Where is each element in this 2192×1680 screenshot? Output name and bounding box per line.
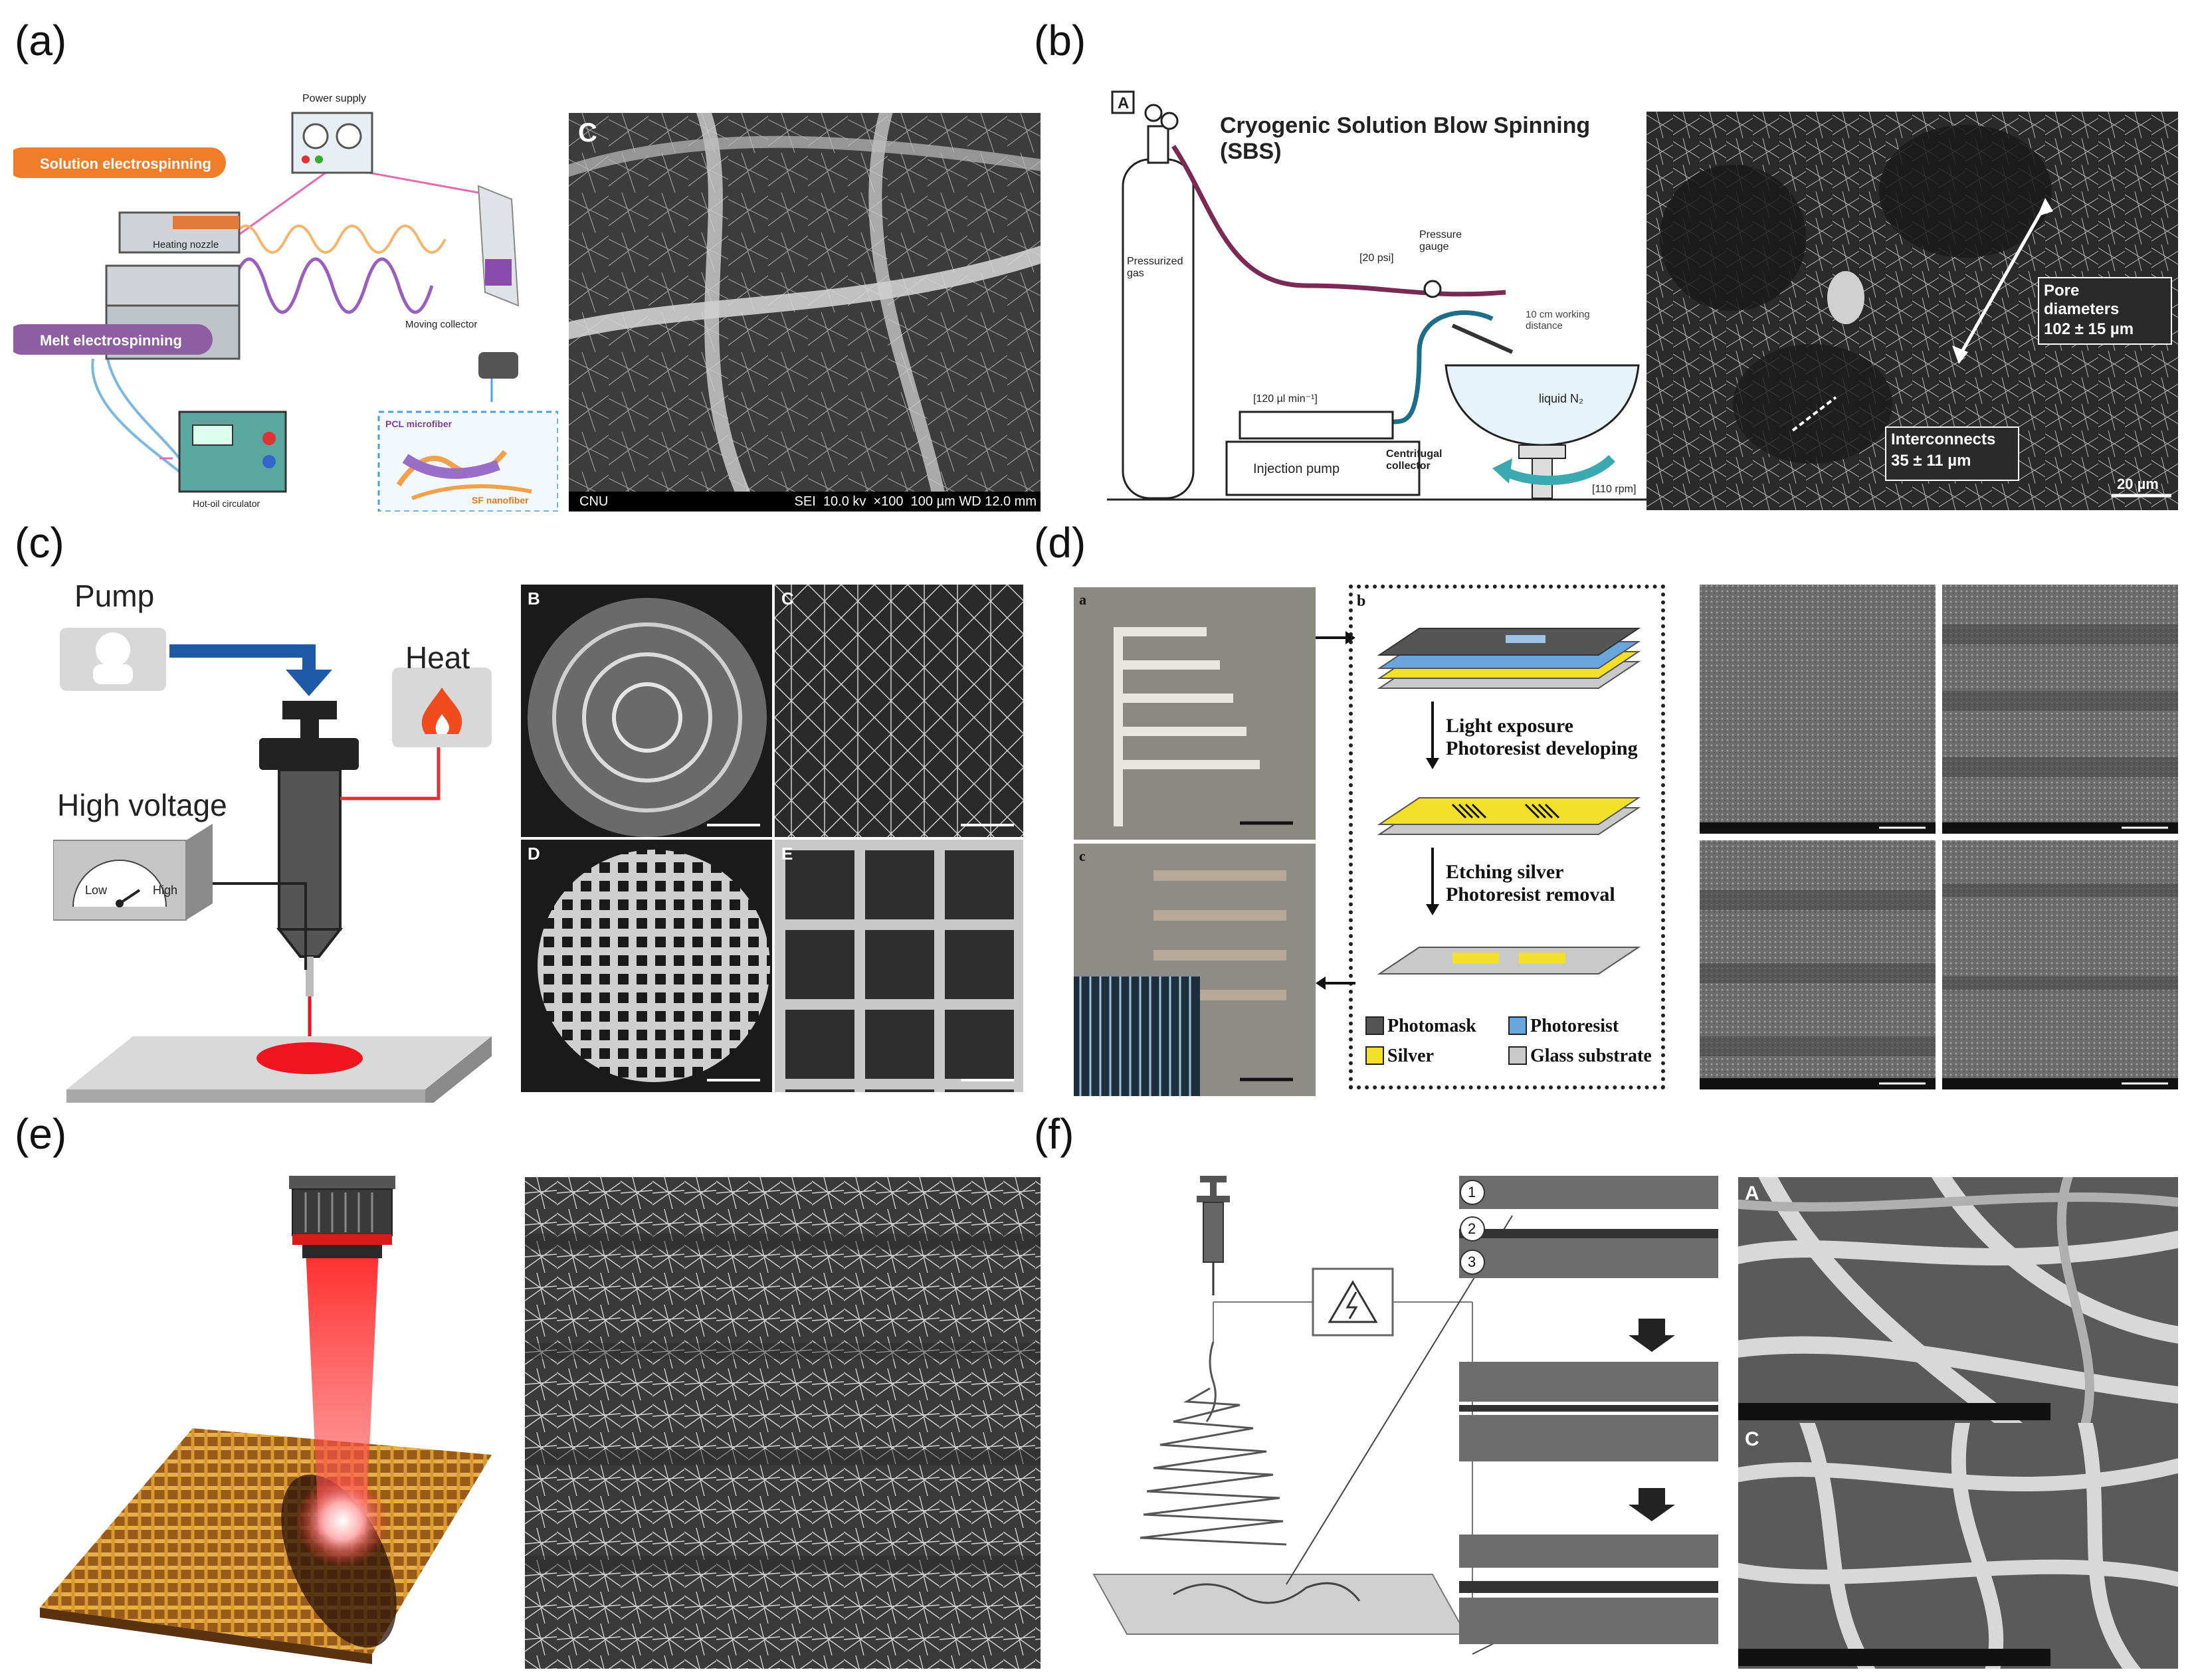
circled-1: 1 <box>1468 1184 1476 1200</box>
circled-3: 3 <box>1468 1254 1476 1270</box>
sem-footer-right: SEI 10.0 kv ×100 100 µm WD 12.0 mm <box>794 494 1037 509</box>
panel-d-photo-a: a <box>1074 587 1316 840</box>
high-voltage-label: High voltage <box>57 788 227 822</box>
gauge-high-label: High <box>153 884 178 897</box>
step2-line2: Photoresist removal <box>1446 884 1615 905</box>
panel-c-sem-c: C <box>775 585 1023 837</box>
heating-nozzle-label: Heating nozzle <box>153 239 219 250</box>
psi-label: [20 psi] <box>1359 252 1394 264</box>
panel-c-sem-b: B <box>521 585 772 837</box>
sbs-title: Cryogenic Solution Blow Spinning (SBS) <box>1220 113 1591 164</box>
pressure-gauge-label: Pressure gauge <box>1419 229 1462 252</box>
panel-f-sem-letter-c: C <box>1745 1428 1759 1450</box>
pore-label-2: diameters <box>2044 300 2120 318</box>
panel-c-sem-letter-c: C <box>781 589 794 608</box>
panel-label-c: (c) <box>15 519 64 567</box>
sbs-box-letter: A <box>1118 94 1130 112</box>
panel-b-sem: Pore diameters 102 ± 15 µm Interconnects… <box>1646 112 2178 510</box>
injection-pump-label: Injection pump <box>1253 462 1340 476</box>
sf-nanofiber-label: SF nanofiber <box>472 495 529 506</box>
panel-c-schematic: Pump Heat High voltage Low High <box>53 571 505 1103</box>
panel-a-schematic: Solution electrospinning Melt electrospi… <box>13 86 558 512</box>
panel-label-d: (d) <box>1034 519 1086 567</box>
panel-label-e: (e) <box>15 1110 67 1158</box>
panel-e-illustration <box>27 1176 492 1667</box>
panel-a-sem: C CNU SEI 10.0 kv ×100 100 µm WD 12.0 mm <box>569 113 1041 512</box>
panel-label-b: (b) <box>1034 17 1086 64</box>
gauge-low-label: Low <box>85 884 108 897</box>
power-supply-label: Power supply <box>302 93 367 104</box>
flow-rate-label: [120 µl min⁻¹] <box>1253 393 1318 405</box>
step2-line1: Etching silver <box>1446 861 1564 883</box>
panel-d-sem-grid <box>1700 585 2178 1089</box>
centrifugal-collector-label: Centrifugal collector <box>1386 448 1443 472</box>
panel-c-sem-d: D <box>521 840 772 1092</box>
legend-silver: Silver <box>1387 1046 1434 1066</box>
pcl-microfiber-label: PCL microfiber <box>385 419 452 429</box>
legend-photoresist: Photoresist <box>1530 1016 1619 1036</box>
pore-label-1: Pore <box>2044 282 2080 300</box>
moving-collector-label: Moving collector <box>405 319 478 330</box>
liquid-n2-label: liquid N₂ <box>1539 392 1584 405</box>
panel-b-schematic: A Cryogenic Solution Blow Spinning (SBS)… <box>1107 86 1652 505</box>
panel-e-sem <box>525 1177 1041 1669</box>
hot-oil-circulator-label: Hot-oil circulator <box>193 498 260 509</box>
panel-a-sem-letter: C <box>578 118 597 147</box>
legend-glass-substrate: Glass substrate <box>1530 1046 1652 1066</box>
panel-f-sem-c: C <box>1738 1423 2178 1669</box>
panel-d-letter-a: a <box>1079 591 1086 608</box>
panel-c-sem-e: E <box>775 840 1023 1092</box>
panel-c-sem-letter-b: B <box>528 589 540 608</box>
rpm-label: [110 rpm] <box>1592 484 1637 495</box>
panel-d-arrows <box>1316 631 1355 990</box>
pressurized-gas-label: Pressurized gas <box>1127 256 1183 279</box>
panel-d-letter-c: c <box>1079 848 1086 864</box>
working-distance-label: 10 cm working distance <box>1526 309 1590 331</box>
panel-d-letter-b: b <box>1357 593 1366 610</box>
interconnects-value: 35 ± 11 µm <box>1891 452 1971 470</box>
panel-label-a: (a) <box>15 17 67 64</box>
panel-f-sem-a: A <box>1738 1177 2178 1423</box>
panel-label-f: (f) <box>1034 1110 1074 1158</box>
panel-b-scale-label: 20 µm <box>2117 476 2159 492</box>
legend-photomask: Photomask <box>1387 1016 1476 1036</box>
pore-value: 102 ± 15 µm <box>2044 320 2134 338</box>
panel-d-process-box: b Light exposure Photoresist developing … <box>1349 585 1665 1089</box>
step1-line2: Photoresist developing <box>1446 737 1638 759</box>
panel-f-sem-letter-a: A <box>1745 1182 1759 1204</box>
panel-c-sem-letter-d: D <box>528 844 540 864</box>
panel-f-schematic: 1 2 3 <box>1087 1176 1725 1667</box>
panel-d-photo-c: c <box>1074 844 1316 1096</box>
solution-electrospinning-label: Solution electrospinning <box>40 155 211 172</box>
heat-label: Heat <box>405 640 470 675</box>
sem-footer-left: CNU <box>579 494 609 509</box>
panel-c-sem-letter-e: E <box>781 844 793 864</box>
step1-line1: Light exposure <box>1446 715 1573 737</box>
circled-2: 2 <box>1468 1220 1476 1237</box>
pump-label: Pump <box>74 579 155 613</box>
melt-electrospinning-label: Melt electrospinning <box>40 332 182 349</box>
interconnects-label: Interconnects <box>1891 430 1996 448</box>
